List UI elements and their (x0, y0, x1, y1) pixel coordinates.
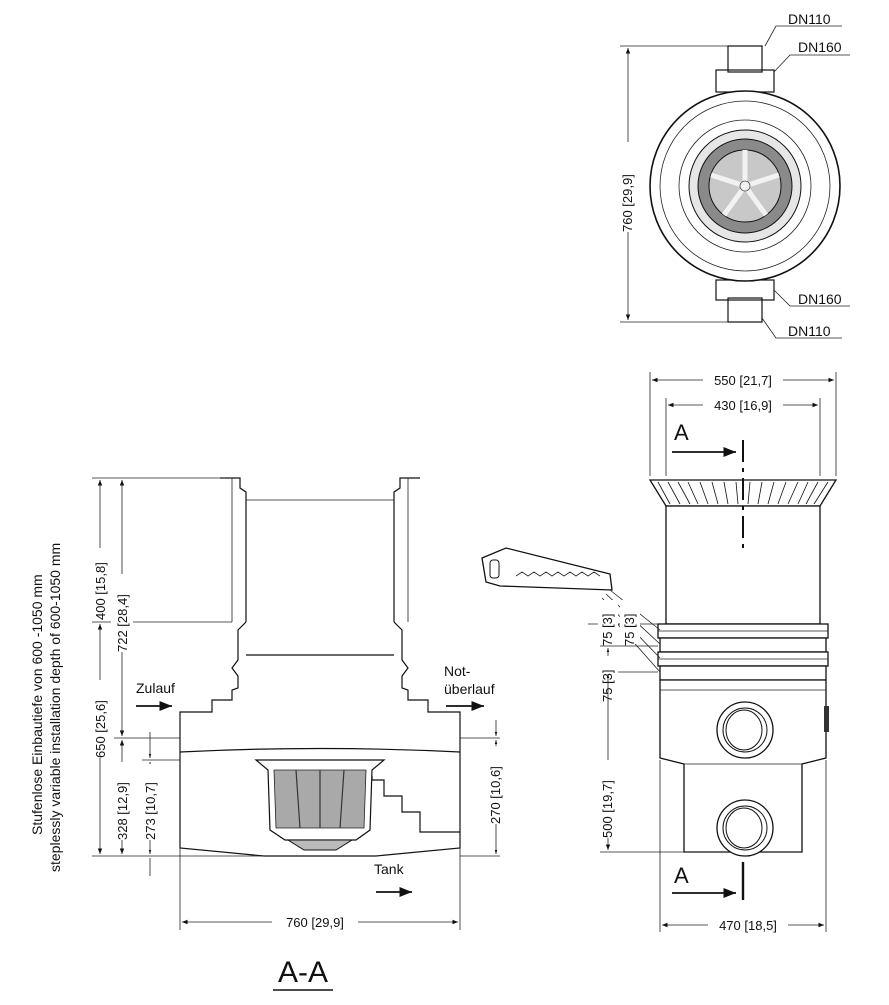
label-dn160-bottom: DN160 (798, 291, 842, 307)
filter-basket (254, 759, 386, 851)
note-en: steplessly variable installation depth o… (47, 543, 63, 872)
dim-75-b: 75 [3] (622, 613, 637, 646)
section-title: A-A (278, 956, 328, 989)
dim-75-a: 75 [3] (600, 613, 615, 646)
dim-430: 430 [16,9] (714, 398, 772, 413)
shell (179, 621, 461, 857)
dim-75-c: 75 [3] (600, 669, 615, 702)
dim-500: 500 [19,7] (600, 780, 615, 838)
filter-spokes (710, 150, 780, 217)
seal-rings (657, 623, 829, 681)
dim-650: 650 [25,6] (93, 700, 108, 758)
label-tank: Tank (374, 861, 405, 877)
label-dn110-top: DN110 (788, 11, 831, 27)
pipe-dn160-bottom (715, 279, 775, 301)
dim-760-top: 760 [29,9] (620, 174, 635, 232)
pipe-dn110-bottom (727, 297, 763, 323)
label-ueberlauf: überlauf (444, 681, 495, 697)
label-not: Not- (444, 663, 471, 679)
dim-273: 273 [10,7] (143, 782, 158, 840)
leader-dn110-bottom (761, 317, 842, 339)
pipe-dn110-top (727, 45, 763, 73)
dim-722: 722 [28,4] (115, 594, 130, 652)
outlet-pipes (716, 701, 774, 857)
top-view: DN110 DN160 DN160 DN110 760 [29,9] (617, 11, 850, 339)
riser (220, 477, 420, 656)
section-view: Stufenlose Einbautiefe von 600 -1050 mm … (29, 477, 507, 991)
leader-dn160-top (773, 54, 850, 73)
dim-328: 328 [12,9] (115, 782, 130, 840)
dim-760-section: 760 [29,9] (286, 915, 344, 930)
dim-400: 400 [15,8] (93, 562, 108, 620)
rim-ring-1 (659, 100, 831, 272)
leader-dn110-top (764, 25, 842, 47)
section-mark-bottom: A (674, 863, 689, 888)
rim-ring-2 (678, 119, 812, 253)
leader-dn160-bottom (773, 289, 850, 307)
side-view: 550 [21,7] 430 [16,9] (481, 370, 838, 933)
pipe-dn160-top (715, 69, 775, 93)
flange-ribs (657, 481, 829, 505)
dim-550: 550 [21,7] (714, 373, 772, 388)
dim-270: 270 [10,6] (488, 766, 503, 824)
dim-470: 470 [18,5] (719, 918, 777, 933)
label-dn110-bottom: DN110 (788, 323, 831, 339)
section-mark-top: A (674, 420, 689, 445)
label-zulauf: Zulauf (136, 680, 175, 696)
label-dn160-top: DN160 (798, 39, 842, 55)
note-de: Stufenlose Einbautiefe von 600 -1050 mm (29, 574, 45, 835)
